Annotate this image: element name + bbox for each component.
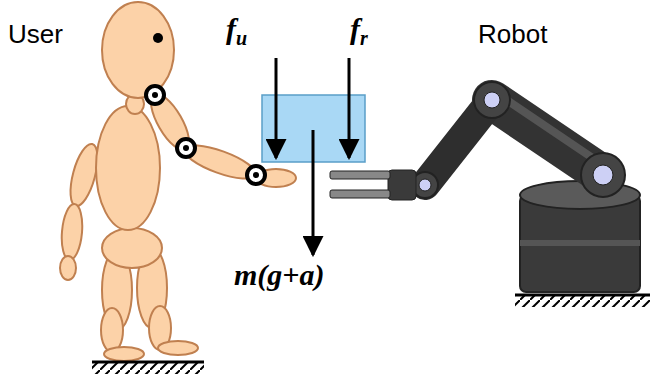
symbol: f — [350, 12, 360, 45]
joint-markers — [146, 86, 265, 184]
force-label: fu — [226, 12, 247, 49]
subscript: u — [236, 27, 247, 49]
force-arrow — [312, 130, 315, 255]
force-label: fr — [350, 12, 368, 49]
actor-label: Robot — [478, 20, 547, 49]
robot-arm — [330, 82, 640, 292]
symbol: f — [226, 12, 236, 45]
ground-hatch — [92, 362, 204, 374]
ground-hatch — [515, 295, 650, 307]
actor-label: User — [8, 20, 63, 49]
force-arrow — [275, 58, 278, 158]
user-figure — [60, 2, 296, 361]
force-arrow — [348, 58, 351, 158]
subscript: r — [360, 27, 368, 49]
force-label: m(g+a) — [234, 258, 324, 291]
